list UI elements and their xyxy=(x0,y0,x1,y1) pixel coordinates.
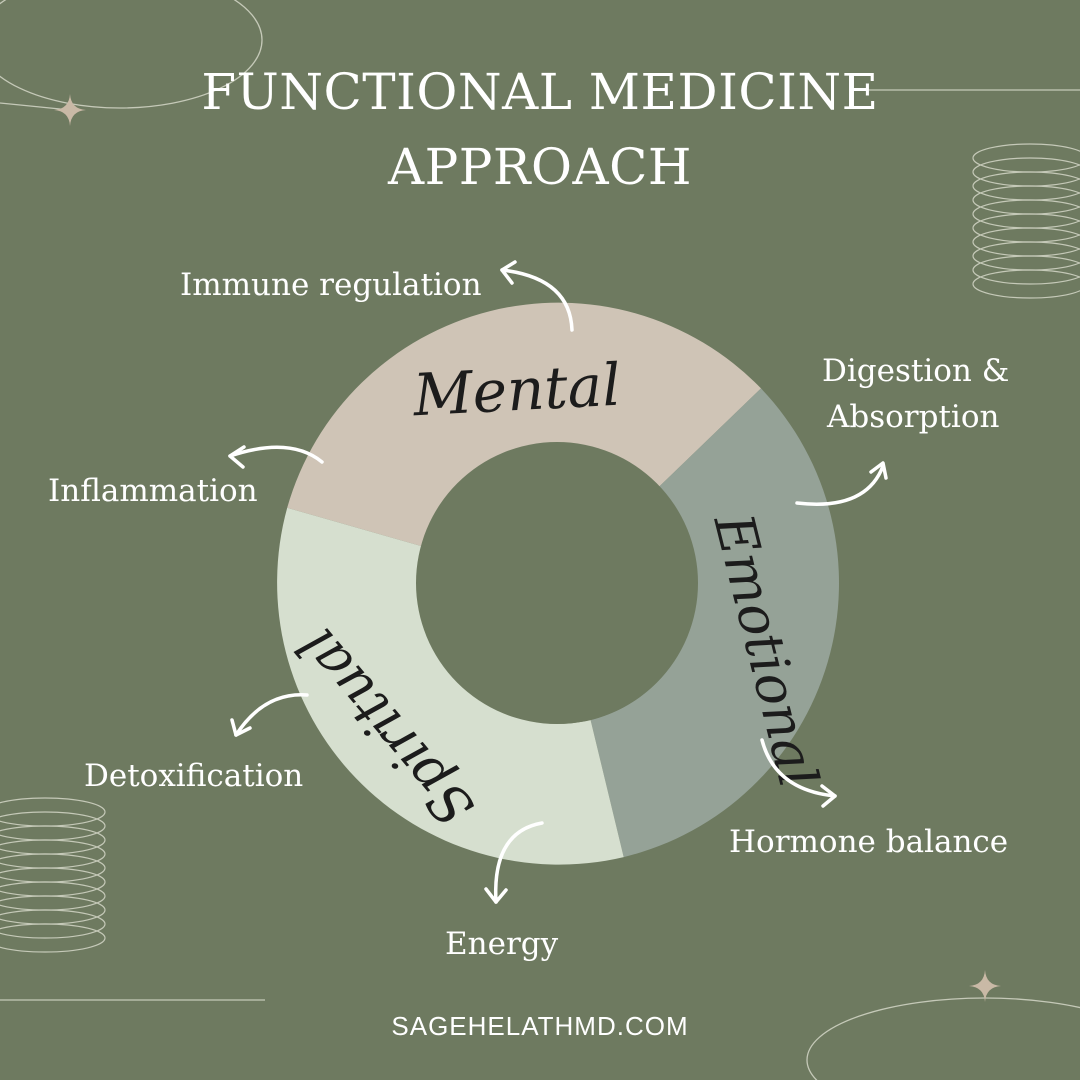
title-line-2: APPROACH xyxy=(388,138,692,196)
arrow-icon-detoxification xyxy=(230,693,309,737)
segment-label-mental: Mental xyxy=(411,351,623,430)
ring-diagram xyxy=(277,302,840,865)
ring-segment-spiritual xyxy=(277,507,624,865)
arrow-icon-immune xyxy=(500,260,574,332)
ring-segment-mental xyxy=(287,302,761,547)
arrow-icon-hormone xyxy=(760,738,837,808)
footer-website: SAGEHELATHMD.COM xyxy=(391,1011,689,1041)
label-digestion: Digestion & xyxy=(822,353,1010,389)
decorative-ellipse-top xyxy=(0,0,263,109)
arrow-icon-energy xyxy=(484,821,544,904)
label-inflammation: Inflammation xyxy=(48,473,258,509)
ring-segment-emotional xyxy=(590,388,840,858)
decorative-line-top-left xyxy=(0,102,71,111)
title-line-1: FUNCTIONAL MEDICINE xyxy=(201,63,879,121)
label-immune-regulation: Immune regulation xyxy=(180,267,482,303)
arrow-icon-digestion xyxy=(795,461,888,506)
sparkle-icon-bottom xyxy=(969,970,1001,1002)
coil-decoration-left xyxy=(0,797,106,953)
sparkle-icon-top xyxy=(54,94,86,126)
arrow-icon-inflammation xyxy=(228,445,324,469)
label-energy: Energy xyxy=(445,926,559,962)
label-hormone-balance: Hormone balance xyxy=(729,824,1009,860)
ring-center xyxy=(416,442,698,724)
label-detoxification: Detoxification xyxy=(84,758,304,794)
label-absorption: Absorption xyxy=(827,399,1000,435)
coil-decoration-right xyxy=(972,143,1080,299)
